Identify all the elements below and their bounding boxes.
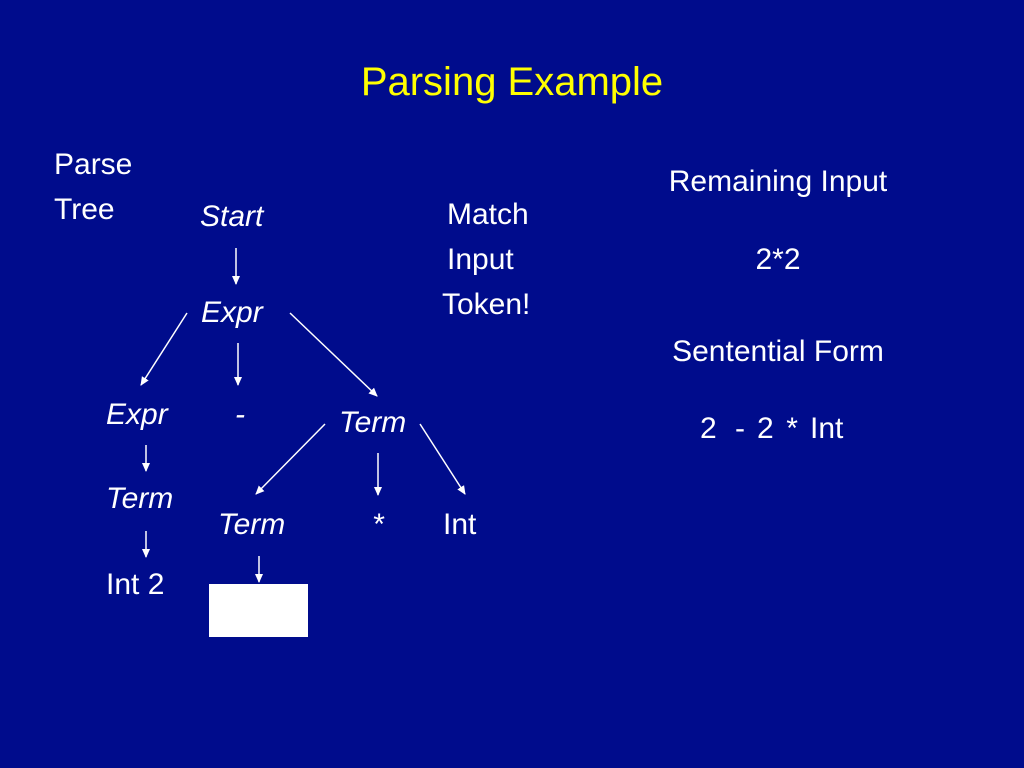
- node-int: Int: [443, 508, 477, 541]
- sentential-form-heading: Sentential Form: [672, 335, 884, 368]
- sentential-token: *: [785, 412, 797, 445]
- match-label-line1: Match: [447, 198, 529, 231]
- edge-expr-term: [289, 312, 378, 397]
- edge-expr-expr: [140, 312, 188, 386]
- edge-term-int: [419, 423, 466, 495]
- parse-tree-label-line1: Parse: [54, 148, 133, 181]
- sentential-token: 2: [700, 412, 717, 445]
- node-int2: Int 2: [106, 568, 165, 601]
- remaining-input-value: 2*2: [755, 243, 801, 276]
- node-start: Start: [200, 200, 264, 233]
- remaining-input-heading: Remaining Input: [668, 165, 888, 198]
- edge-term-term: [255, 423, 326, 495]
- node-star: *: [372, 508, 384, 541]
- sentential-token: Int: [810, 412, 844, 445]
- node-expr-left: Expr: [106, 398, 168, 431]
- node-term-child: Term: [218, 508, 286, 541]
- node-term-left: Term: [106, 482, 174, 515]
- node-minus: -: [235, 398, 245, 431]
- sentential-token: 2: [757, 412, 774, 445]
- match-label-line3: Token!: [442, 288, 531, 321]
- highlight-box: [209, 584, 308, 637]
- sentential-token: -: [735, 412, 745, 445]
- match-label-line2: Input: [447, 243, 514, 276]
- node-term-right: Term: [339, 406, 407, 439]
- node-expr-root: Expr: [201, 296, 263, 329]
- parse-tree-label-line2: Tree: [54, 193, 115, 226]
- slide-title: Parsing Example: [360, 60, 664, 104]
